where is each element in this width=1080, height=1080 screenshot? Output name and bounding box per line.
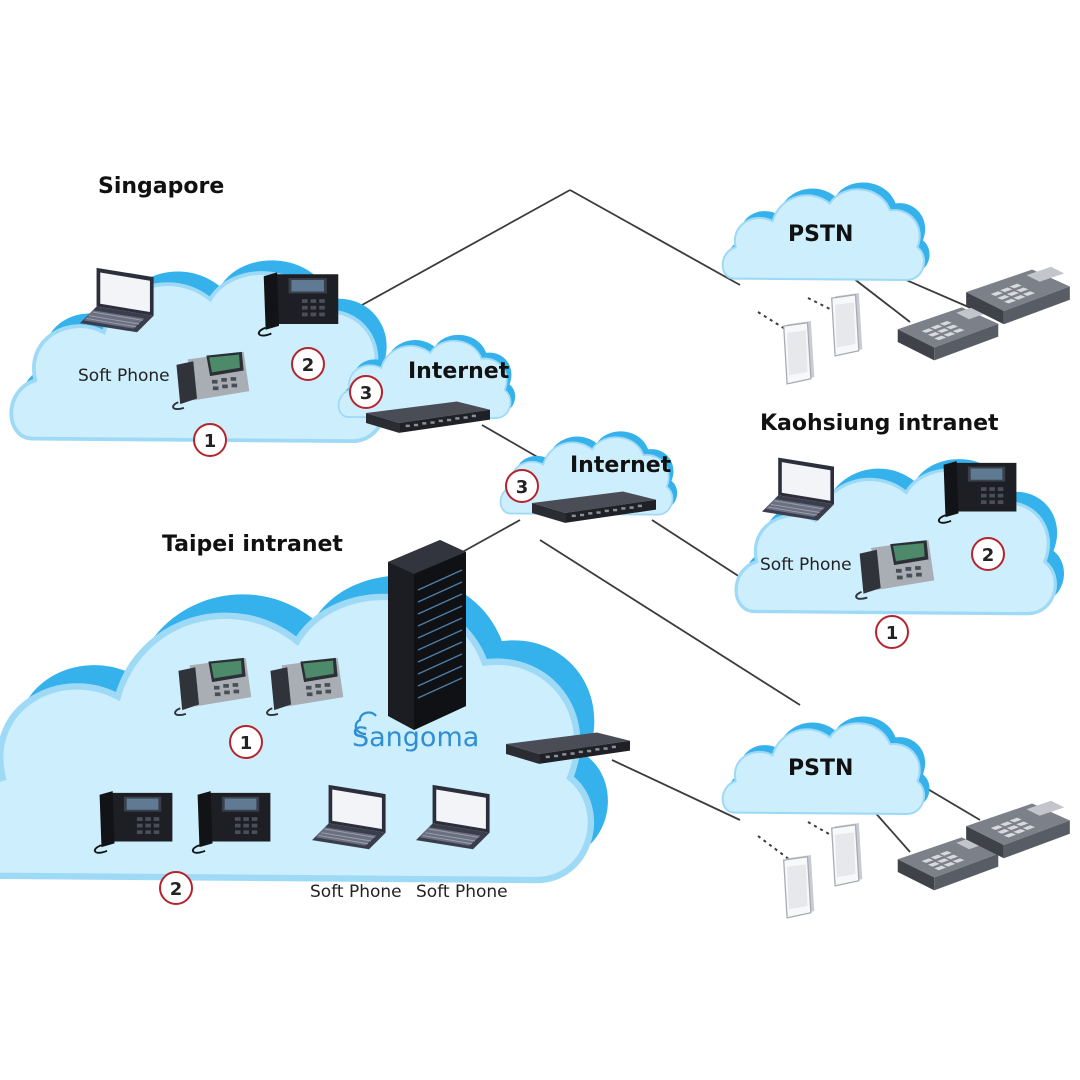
cloud-taipei [0,576,608,880]
title-kaohsiung: Kaohsiung intranet [760,411,999,436]
brand-name: Sangoma [352,722,479,753]
landline-phone-icon [966,266,1070,325]
mobile-phone-icon [783,320,815,385]
link-singapore-peak [361,189,571,306]
mobile-phone-icon [783,854,815,919]
link-internet-b-pstn-bottom [539,539,801,706]
badge-taipei-2: 2 [170,879,183,900]
dotted-lines [757,297,837,861]
dot-pstn-top-mobile-b [807,297,837,313]
title-taipei: Taipei intranet [162,532,343,557]
title-singapore: Singapore [98,174,224,199]
title-internet-a: Internet [408,359,510,384]
badge-singapore-2: 2 [302,355,315,376]
label-softphone-singapore: Soft Phone [78,366,170,386]
link-gateway-taipei-pstn-bottom [611,759,741,821]
mobile-phone-icon [831,822,863,887]
rack-server-icon [388,540,466,730]
dot-pstn-bottom-mobile-b [807,821,837,839]
laptop-icon [79,267,155,333]
badge-taipei-1: 1 [240,733,253,754]
badge-internet-a-3: 3 [360,383,373,404]
badge-internet-b-3: 3 [516,477,529,498]
badge-kaohsiung-1: 1 [886,623,899,644]
sangoma-logo: Sangoma [352,711,479,753]
label-softphone-kaohsiung: Soft Phone [760,555,852,575]
title-internet-b: Internet [570,453,672,478]
title-pstn-top: PSTN [788,222,853,247]
mobile-phone-icon [831,292,863,357]
link-peak-pstn-top [569,189,741,286]
label-softphone-taipei-2: Soft Phone [416,882,508,902]
label-softphone-taipei-1: Soft Phone [310,882,402,902]
title-pstn-bottom: PSTN [788,756,853,781]
dot-pstn-bottom-mobile-a [757,835,791,861]
badge-singapore-1: 1 [204,431,217,452]
badge-kaohsiung-2: 2 [982,545,995,566]
laptop-icon [761,457,835,522]
